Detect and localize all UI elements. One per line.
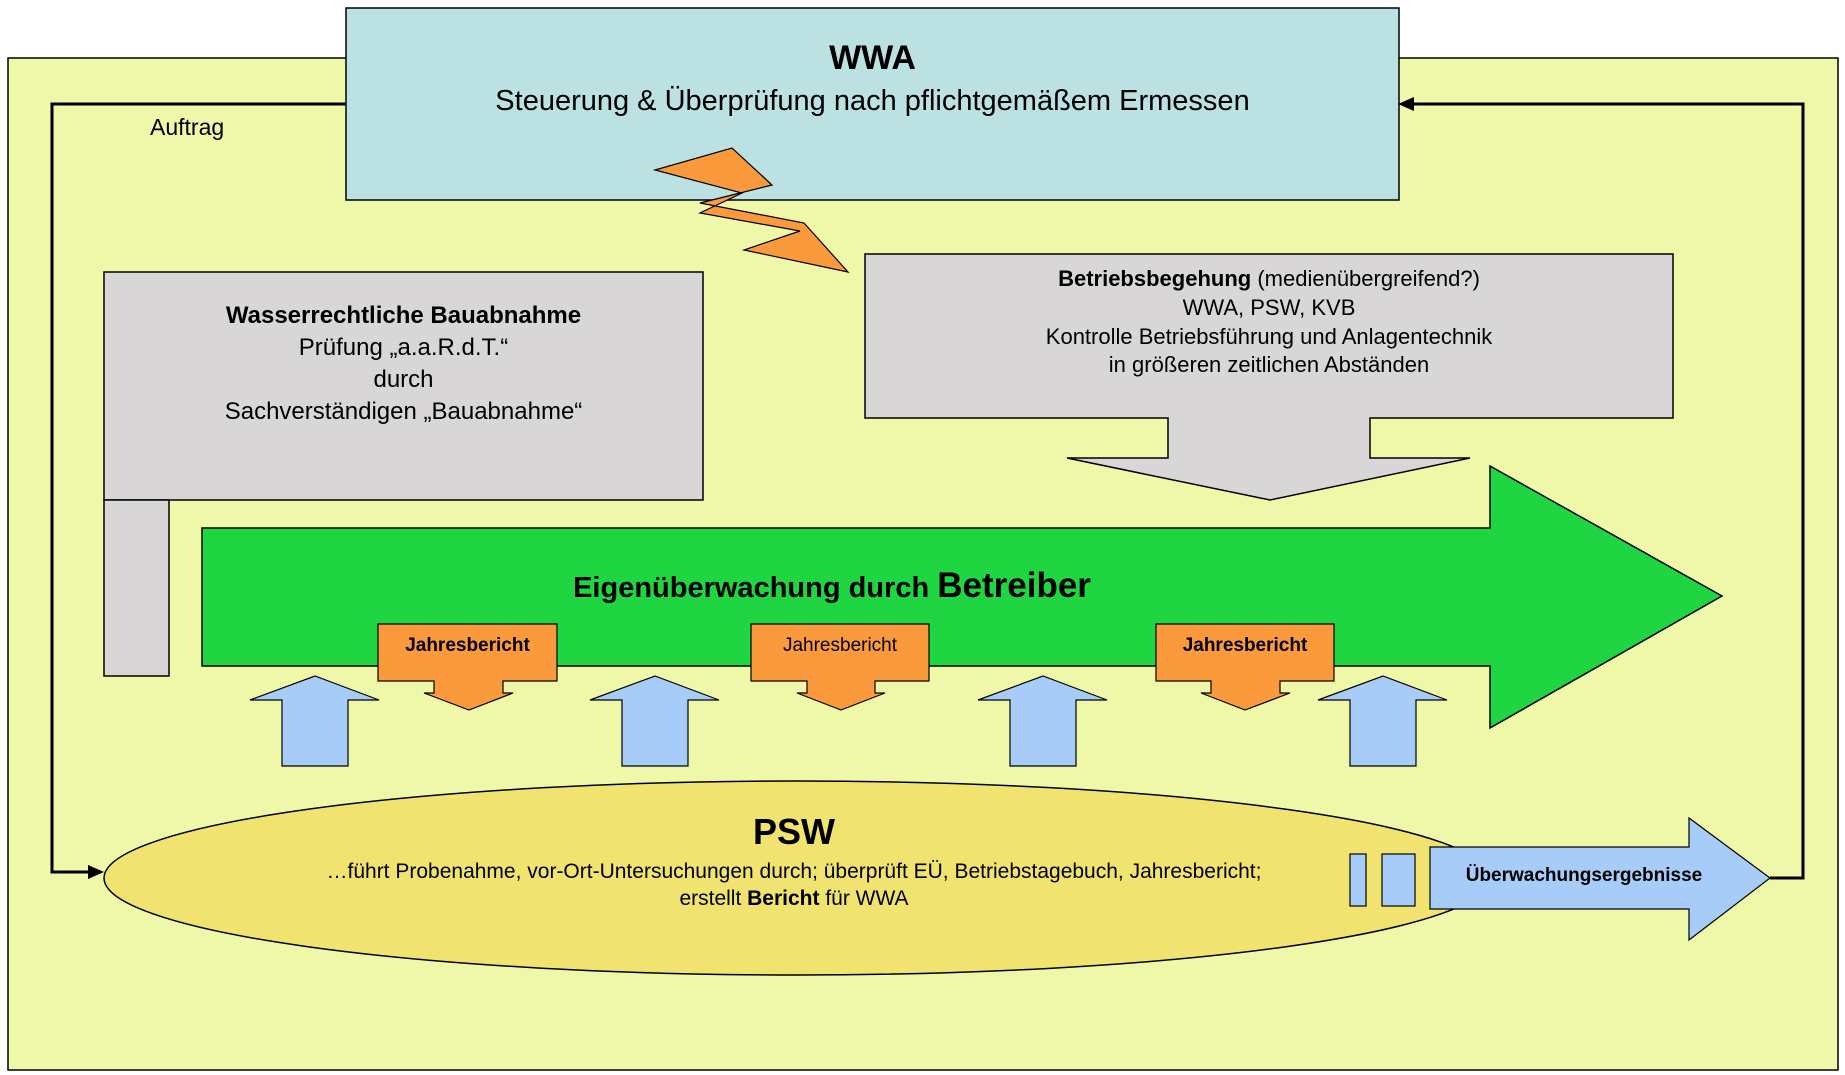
jahresbericht-label-2: Jahresbericht	[782, 635, 898, 656]
psw-line2-bold: Bericht	[747, 887, 820, 910]
bauabnahme-line1: Prüfung „a.a.R.d.T.“	[298, 334, 509, 361]
up-arrow-3	[977, 675, 1108, 767]
jahresbericht-callout-3	[1155, 623, 1335, 711]
eigenueberwachung-label: Eigenüberwachung durch Betreiber	[202, 565, 1462, 607]
betriebsbegehung-title-rest: (medienübergreifend?)	[1251, 266, 1480, 291]
up-arrow-1	[249, 675, 380, 767]
jahresbericht-callout-1	[377, 623, 558, 711]
betriebsbegehung-title-bold: Betriebsbegehung	[1058, 266, 1252, 291]
auftrag-connector-line	[50, 102, 346, 874]
eigenueberwachung-emphasis: Betreiber	[937, 566, 1091, 605]
wwa-subtitle: Steuerung & Überprüfung nach pflichtgemä…	[495, 85, 1250, 117]
bauabnahme-box	[103, 271, 704, 501]
wwa-box	[345, 7, 1400, 201]
psw-line2-post: für WWA	[819, 887, 909, 910]
betriebsbegehung-line1: WWA, PSW, KVB	[1182, 295, 1356, 320]
bauabnahme-title: Wasserrechtliche Bauabnahme	[225, 302, 582, 329]
results-stripe-1	[1349, 853, 1367, 907]
psw-line2-pre: erstellt	[679, 887, 748, 910]
ueberwachungsergebnisse-label: Überwachungsergebnisse	[1465, 865, 1703, 886]
psw-title: PSW	[752, 811, 835, 852]
up-arrow-2	[589, 675, 720, 767]
results-stripe-2	[1381, 853, 1416, 907]
betriebsbegehung-callout	[864, 253, 1674, 501]
auftrag-label: Auftrag	[150, 114, 225, 140]
bauabnahme-line3: Sachverständigen „Bauabnahme“	[224, 398, 583, 425]
jahresbericht-label-3: Jahresbericht	[1182, 635, 1308, 656]
betriebsbegehung-line2: Kontrolle Betriebsführung und Anlagentec…	[1045, 324, 1493, 349]
lightning-bolt-icon	[652, 147, 850, 273]
ueberwachungsergebnisse-arrow	[1429, 816, 1771, 942]
betriebsbegehung-line3: in größeren zeitlichen Abständen	[1108, 352, 1430, 377]
jahresbericht-callout-2	[750, 623, 930, 711]
jahresbericht-label-1: Jahresbericht	[405, 635, 530, 656]
results-arrowhead	[1398, 97, 1414, 111]
bauabnahme-connector-bar	[103, 499, 170, 677]
betriebsbegehung-title: Betriebsbegehung (medienübergreifend?)	[865, 266, 1673, 292]
wwa-title: WWA	[829, 39, 916, 77]
eigenueberwachung-text: Eigenüberwachung durch	[573, 572, 938, 604]
results-connector-line	[1410, 102, 1805, 880]
psw-line1: …führt Probenahme, vor-Ort-Untersuchunge…	[326, 860, 1262, 883]
bauabnahme-line2: durch	[373, 366, 434, 393]
psw-line2: erstellt Bericht für WWA	[104, 886, 1484, 911]
auftrag-arrowhead	[88, 865, 104, 879]
up-arrow-4	[1317, 675, 1448, 767]
